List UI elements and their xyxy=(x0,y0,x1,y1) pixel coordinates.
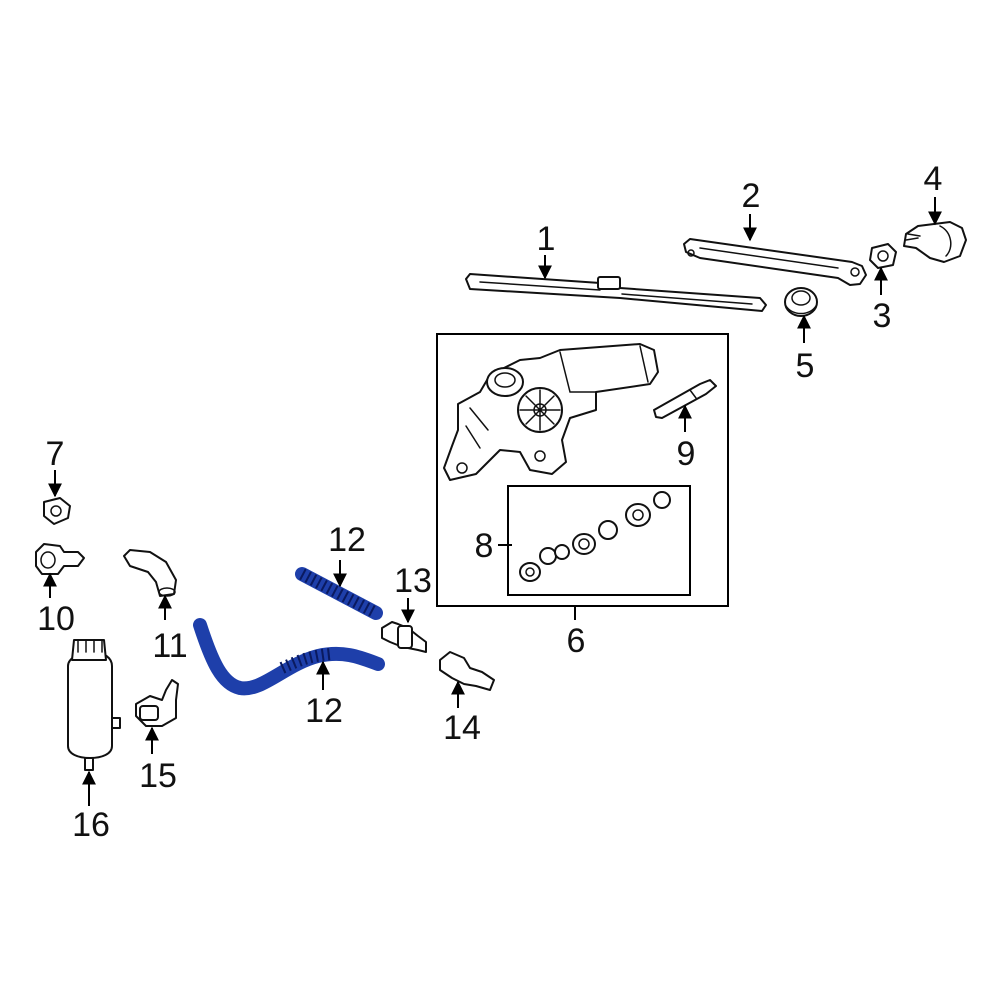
callout-7: 7 xyxy=(46,435,65,473)
cap-part[interactable] xyxy=(903,221,967,263)
washer-nozzle-part[interactable] xyxy=(35,543,85,575)
callout-10: 10 xyxy=(37,600,75,638)
washer-pump-part[interactable] xyxy=(67,639,121,771)
callout-12-upper: 12 xyxy=(328,521,366,559)
callout-12-lower: 12 xyxy=(305,692,343,730)
callout-16: 16 xyxy=(72,806,110,844)
callout-15: 15 xyxy=(139,757,177,795)
wiper-blade-part[interactable] xyxy=(465,273,767,312)
seal-kit-part[interactable] xyxy=(519,491,671,582)
callout-5: 5 xyxy=(796,347,815,385)
callout-labels: 1 2 3 4 5 6 7 8 9 10 11 12 12 13 14 15 1… xyxy=(37,160,942,844)
nozzle-cap-part[interactable] xyxy=(43,497,71,525)
callout-leaders xyxy=(43,197,942,806)
callout-1: 1 xyxy=(537,220,556,258)
callout-14: 14 xyxy=(443,709,481,747)
stud-part[interactable] xyxy=(653,379,717,419)
callout-4: 4 xyxy=(924,160,943,198)
callout-8: 8 xyxy=(475,527,494,565)
nut-part[interactable] xyxy=(869,243,897,269)
elbow-hose-part[interactable] xyxy=(123,549,177,597)
callout-2: 2 xyxy=(742,177,761,215)
seal-kit-box xyxy=(507,485,691,596)
callout-13: 13 xyxy=(394,562,432,600)
callout-3: 3 xyxy=(873,297,892,335)
callout-6: 6 xyxy=(567,622,586,660)
washer-hose-straight-part[interactable] xyxy=(295,567,383,620)
check-valve-part[interactable] xyxy=(439,651,495,691)
callout-11: 11 xyxy=(152,627,187,665)
hose-connector-part[interactable] xyxy=(381,621,427,653)
callout-9: 9 xyxy=(677,435,696,473)
washer-hose-bent-part[interactable] xyxy=(193,618,385,696)
motor-assembly-box xyxy=(436,333,729,607)
grommet-part[interactable] xyxy=(784,287,818,317)
wiper-arm-part[interactable] xyxy=(683,238,867,286)
pump-connector-part[interactable] xyxy=(135,679,179,727)
wiper-motor-part[interactable] xyxy=(443,343,659,481)
